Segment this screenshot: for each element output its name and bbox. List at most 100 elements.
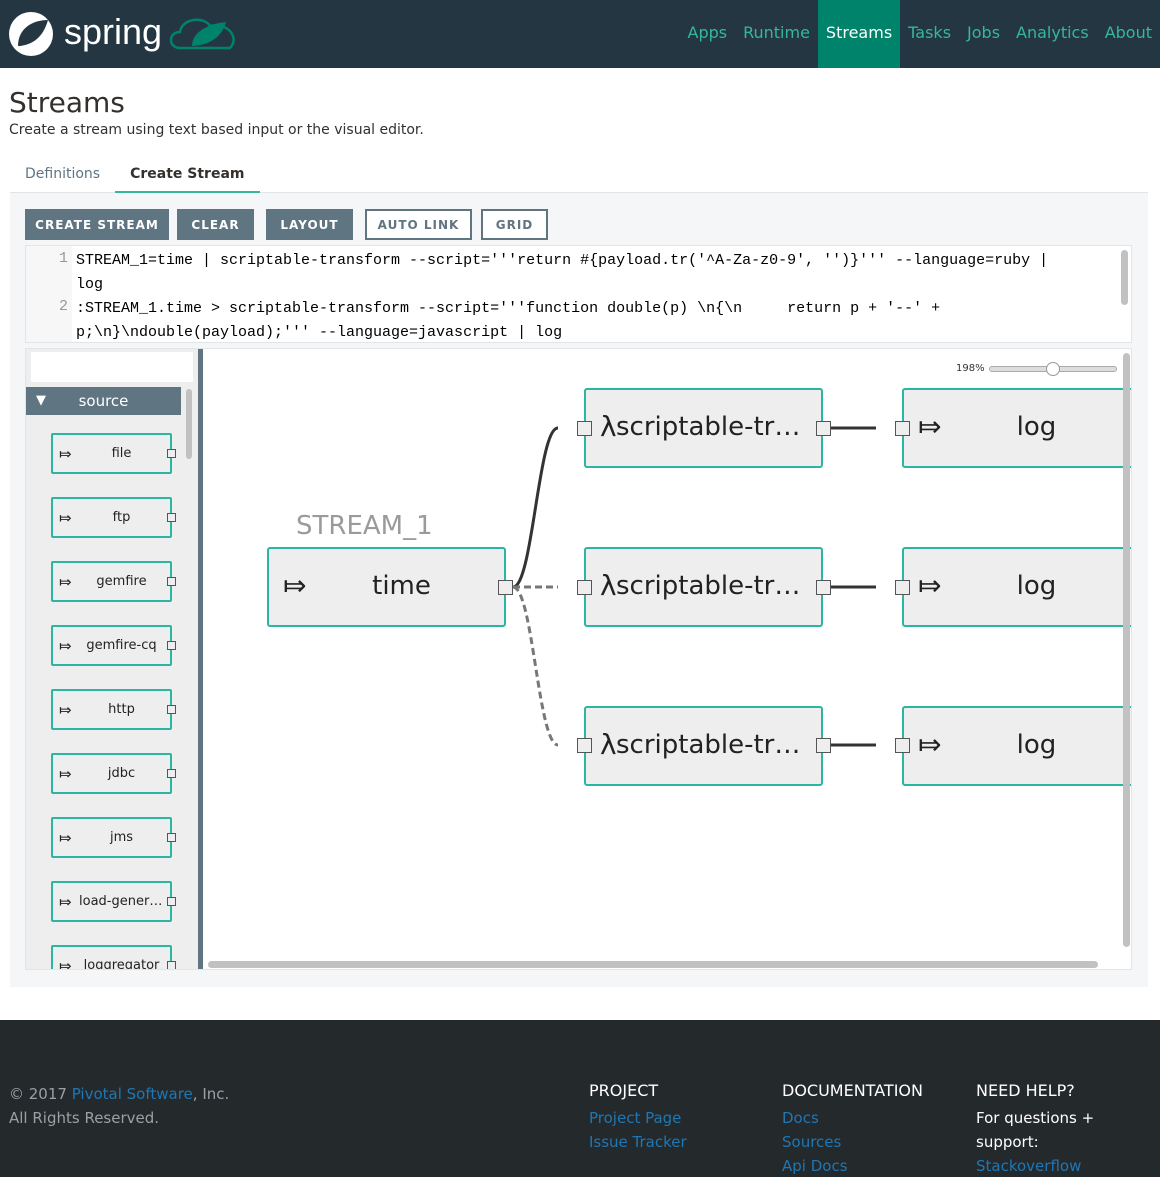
node-label: log — [944, 412, 1129, 442]
canvas-horizontal-scrollbar[interactable] — [208, 961, 1098, 968]
palette-item-label: http — [79, 702, 164, 717]
layout-button[interactable]: LAYOUT — [266, 209, 353, 240]
output-port — [167, 577, 176, 586]
input-port[interactable] — [577, 580, 592, 595]
stream-name-label: STREAM_1 — [296, 511, 433, 541]
palette-item[interactable]: ⤇gemfire-cq — [51, 625, 172, 666]
stream-dsl-editor[interactable]: 1 2 STREAM_1=time | scriptable-transform… — [25, 245, 1132, 343]
group-label: source — [79, 392, 129, 410]
palette-item-label: jdbc — [79, 766, 164, 781]
nav-streams[interactable]: Streams — [818, 0, 900, 68]
palette-item-label: jms — [79, 830, 164, 845]
zoom-level: 198% — [956, 363, 985, 374]
output-port — [167, 961, 176, 970]
node-label: log — [944, 571, 1129, 601]
line-number: 2 — [26, 298, 68, 315]
sink-arrow-icon: ⤇ — [918, 728, 941, 761]
source-arrow-icon: ⤇ — [59, 573, 72, 591]
editor-scrollbar[interactable] — [1121, 250, 1128, 305]
auto-link-button[interactable]: AUTO LINK — [365, 209, 472, 240]
grid-button[interactable]: GRID — [481, 209, 548, 240]
output-port — [167, 897, 176, 906]
source-arrow-icon: ⤇ — [59, 893, 72, 911]
code-line: :STREAM_1.time > scriptable-transform --… — [76, 297, 940, 321]
footer-heading: DOCUMENTATION — [782, 1082, 923, 1100]
canvas-vertical-scrollbar[interactable] — [1123, 353, 1130, 947]
pivotal-link[interactable]: Pivotal Software — [72, 1085, 193, 1103]
lambda-icon: λ — [600, 410, 617, 443]
code-line: log — [76, 273, 103, 297]
source-arrow-icon: ⤇ — [59, 765, 72, 783]
palette-item[interactable]: ⤇ftp — [51, 497, 172, 538]
palette: ▼source ⤇file⤇ftp⤇gemfire⤇gemfire-cq⤇htt… — [26, 349, 198, 970]
palette-item[interactable]: ⤇ loggregator — [51, 945, 172, 970]
node-log[interactable]: ⤇log — [902, 388, 1132, 468]
palette-item[interactable]: ⤇http — [51, 689, 172, 730]
nav-analytics[interactable]: Analytics — [1008, 0, 1097, 68]
sink-arrow-icon: ⤇ — [918, 569, 941, 602]
palette-item[interactable]: ⤇gemfire — [51, 561, 172, 602]
output-port — [167, 705, 176, 714]
node-time[interactable]: ⤇ time — [267, 547, 506, 627]
palette-item-label: gemfire-cq — [79, 638, 164, 653]
stream-tabs: Definitions Create Stream — [10, 158, 1148, 193]
palette-scrollbar[interactable] — [186, 389, 192, 459]
palette-search-input[interactable] — [31, 352, 193, 382]
top-navbar: spring Apps Runtime Streams Tasks Jobs A… — [0, 0, 1160, 68]
palette-item[interactable]: ⤇load-genera… — [51, 881, 172, 922]
stackoverflow-link[interactable]: Stackoverflow — [976, 1157, 1081, 1175]
project-page-link[interactable]: Project Page — [589, 1109, 681, 1127]
docs-link[interactable]: Docs — [782, 1109, 819, 1127]
palette-item-label: loggregator — [79, 958, 164, 970]
output-port — [167, 769, 176, 778]
output-port — [167, 641, 176, 650]
node-log[interactable]: ⤇log — [902, 547, 1132, 627]
nav-apps[interactable]: Apps — [680, 0, 736, 68]
palette-group-source[interactable]: ▼ source — [26, 387, 181, 415]
page-title: Streams — [9, 86, 125, 119]
api-docs-link[interactable]: Api Docs — [782, 1157, 848, 1175]
source-arrow-icon: ⤇ — [59, 957, 72, 970]
source-arrow-icon: ⤇ — [59, 509, 72, 527]
nav-tasks[interactable]: Tasks — [900, 0, 959, 68]
page-subtitle: Create a stream using text based input o… — [9, 122, 424, 138]
source-arrow-icon: ⤇ — [59, 445, 72, 463]
palette-item[interactable]: ⤇ jdbc — [51, 753, 172, 794]
zoom-slider-handle[interactable] — [1046, 362, 1060, 376]
flo-editor: ▼source ⤇file⤇ftp⤇gemfire⤇gemfire-cq⤇htt… — [25, 348, 1132, 970]
sources-link[interactable]: Sources — [782, 1133, 841, 1151]
output-port[interactable] — [498, 580, 513, 595]
tab-create-stream[interactable]: Create Stream — [115, 158, 259, 193]
palette-item[interactable]: ⤇jms — [51, 817, 172, 858]
palette-item[interactable]: ⤇file — [51, 433, 172, 474]
input-port[interactable] — [577, 738, 592, 753]
output-port[interactable] — [816, 738, 831, 753]
source-arrow-icon: ⤇ — [283, 569, 306, 602]
main-nav: Apps Runtime Streams Tasks Jobs Analytic… — [680, 0, 1160, 68]
nav-runtime[interactable]: Runtime — [735, 0, 818, 68]
collapse-triangle-icon: ▼ — [36, 387, 46, 415]
node-label: scriptable-tra… — [616, 571, 813, 601]
clear-button[interactable]: CLEAR — [177, 209, 254, 240]
footer-documentation: DOCUMENTATION Docs Sources Api Docs — [782, 1082, 923, 1178]
output-port[interactable] — [816, 421, 831, 436]
create-stream-button[interactable]: CREATE STREAM — [25, 209, 169, 240]
footer: © 2017 Pivotal Software, Inc. All Rights… — [0, 1020, 1160, 1177]
nav-jobs[interactable]: Jobs — [959, 0, 1008, 68]
input-port[interactable] — [895, 580, 910, 595]
nav-about[interactable]: About — [1097, 0, 1160, 68]
output-port[interactable] — [816, 580, 831, 595]
node-log[interactable]: ⤇log — [902, 706, 1132, 786]
input-port[interactable] — [577, 421, 592, 436]
input-port[interactable] — [895, 738, 910, 753]
output-port — [167, 833, 176, 842]
input-port[interactable] — [895, 421, 910, 436]
tab-definitions[interactable]: Definitions — [10, 158, 115, 193]
node-label: time — [309, 571, 494, 601]
spring-logo[interactable]: spring — [8, 8, 240, 60]
issue-tracker-link[interactable]: Issue Tracker — [589, 1133, 687, 1151]
